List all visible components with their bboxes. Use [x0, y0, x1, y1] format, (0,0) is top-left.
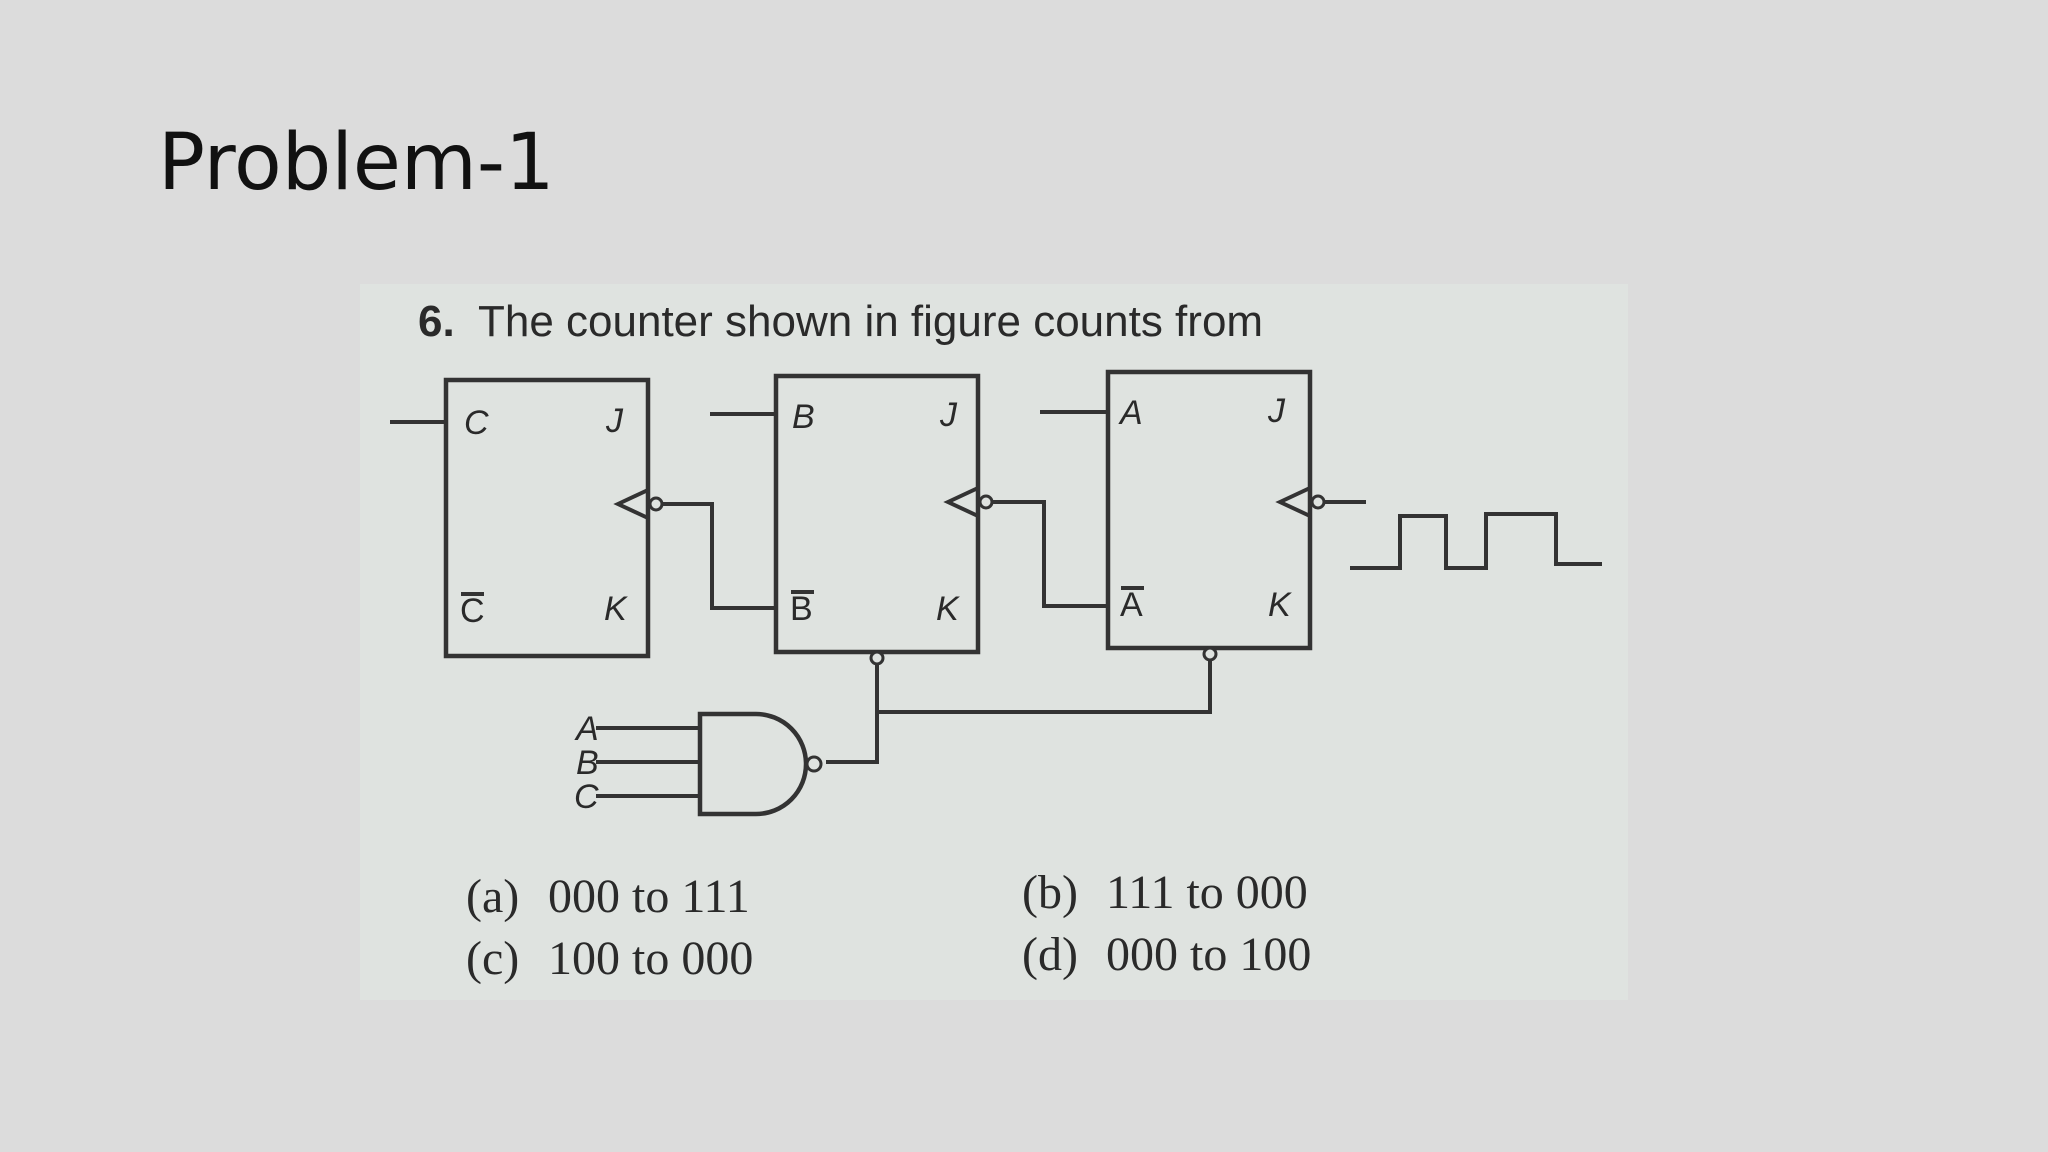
option-a-text: 000 to 111: [548, 870, 750, 923]
ff-a-q-label: A: [1118, 394, 1143, 432]
slide-title: Problem-1: [158, 118, 555, 208]
question-text: The counter shown in figure counts from: [478, 297, 1263, 346]
ff-b-j-label: J: [939, 396, 958, 434]
option-c-text: 100 to 000: [548, 932, 753, 985]
ff-a-k-label: K: [1268, 586, 1292, 624]
ff-c-q-label: C: [464, 404, 489, 442]
wire-clear-bus: [875, 660, 1212, 714]
ff-c-k-label: K: [604, 590, 628, 628]
ff-c-qbar-label: C: [460, 592, 485, 630]
option-d-label: (d): [1022, 928, 1078, 981]
wire-nand-output: [826, 712, 879, 764]
gate-input-b-label: B: [576, 744, 599, 782]
gate-input-a-label: A: [574, 710, 599, 748]
nand-gate: A B C: [574, 710, 823, 817]
gate-input-c-label: C: [574, 778, 599, 816]
flipflop-b: B J B K: [710, 373, 994, 666]
ff-b-q-label: B: [792, 398, 815, 436]
counter-diagram: 6. The counter shown in figure counts fr…: [390, 297, 1602, 985]
option-c-label: (c): [466, 932, 519, 985]
ff-c-clock-bubble: [648, 496, 664, 512]
ff-c-j-label: J: [605, 402, 624, 440]
option-a-label: (a): [466, 870, 519, 923]
ff-a-clock-triangle: [1275, 484, 1312, 520]
ff-a-qbar-label: A: [1120, 586, 1143, 624]
ff-a-clock-bubble: [1310, 494, 1326, 510]
option-b-text: 111 to 000: [1106, 866, 1308, 919]
flipflop-c: C J C K: [390, 377, 664, 659]
ff-b-k-label: K: [936, 590, 960, 628]
wire-qbar-a-to-clock-b: [992, 500, 1108, 608]
ff-b-qbar-label: B: [790, 590, 813, 628]
ff-c-clock-triangle: [613, 486, 650, 522]
wire-qbar-b-to-clock-c: [662, 502, 776, 610]
question-number: 6.: [418, 297, 455, 346]
ff-a-clear-bubble: [1202, 646, 1218, 662]
ff-b-clock-triangle: [943, 484, 980, 520]
clock-waveform: [1350, 512, 1602, 570]
question-figure: 6. The counter shown in figure counts fr…: [360, 284, 1628, 1000]
ff-b-clock-bubble: [978, 494, 994, 510]
ff-a-j-label: J: [1267, 392, 1286, 430]
option-d-text: 000 to 100: [1106, 928, 1311, 981]
option-b-label: (b): [1022, 866, 1078, 919]
flipflop-a: A J A K: [1040, 369, 1326, 662]
ff-b-clear-bubble: [869, 650, 885, 666]
